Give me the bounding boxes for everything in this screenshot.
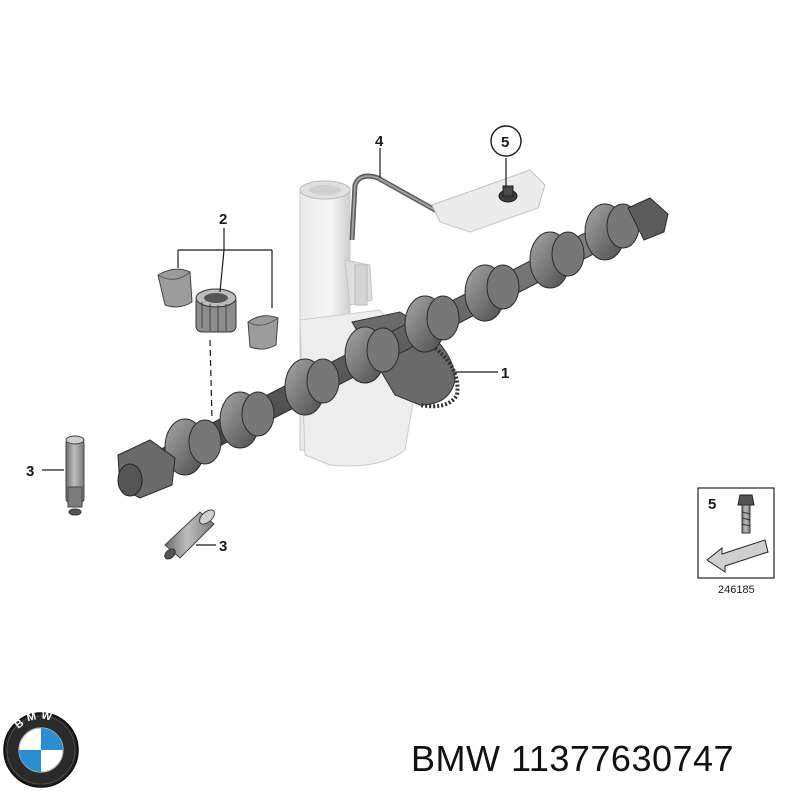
bracket — [431, 169, 546, 233]
inset-label: 5 — [708, 496, 716, 513]
bolt-part-5 — [498, 185, 518, 203]
cam-lobe-5 — [404, 295, 460, 353]
cam-lobe-3 — [284, 358, 340, 416]
pin-part-3-upper — [65, 435, 85, 516]
callout-2: 2 — [219, 211, 227, 228]
inset-ref-number: 246185 — [718, 584, 755, 596]
cam-lobe-4 — [344, 326, 400, 384]
callout-1: 1 — [501, 365, 509, 382]
inset-bolt-icon — [737, 494, 755, 534]
bearing-guide-line — [209, 339, 213, 421]
oil-line — [349, 173, 501, 241]
bmw-logo: BMW — [3, 709, 79, 788]
callout-4: 4 — [375, 133, 384, 150]
callout-3-upper: 3 — [26, 463, 34, 480]
camshaft — [117, 197, 669, 499]
callout-3-lower: 3 — [219, 538, 227, 555]
callout-bracket-2 — [177, 228, 273, 308]
part-number-caption: BMW 11377630747 — [411, 738, 735, 779]
callout-5-circled: 5 — [490, 125, 522, 157]
bearing-half-shell-right — [247, 315, 279, 350]
bearing-half-shell-left — [157, 268, 193, 308]
needle-bearing — [195, 288, 237, 333]
inset-arrow-icon — [706, 539, 769, 573]
cam-lobe-2 — [219, 391, 275, 449]
inset-detail-box: 5 — [697, 487, 775, 579]
cam-lobe-7 — [529, 231, 585, 289]
leader-lines — [42, 148, 507, 546]
cam-lobe-6 — [464, 264, 520, 322]
callout-5: 5 — [501, 134, 509, 151]
pin-part-3-lower — [164, 509, 215, 560]
